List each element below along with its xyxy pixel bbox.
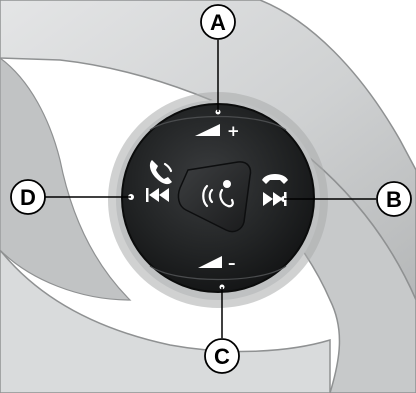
seek-previous-button[interactable]: [146, 160, 173, 202]
callout-d-label: D: [20, 185, 36, 210]
callout-b-label: B: [386, 187, 402, 212]
voice-command-icon: [202, 180, 234, 208]
callout-b: B: [376, 181, 412, 217]
volume-up-button[interactable]: +: [195, 122, 240, 140]
phone-answer-icon: [149, 160, 173, 185]
callout-a: A: [200, 4, 236, 40]
volume-down-sign: –: [228, 254, 236, 272]
button-markers: [128, 109, 287, 290]
callout-a-label: A: [210, 10, 226, 35]
volume-down-icon: [198, 256, 222, 268]
callout-leaders: [45, 40, 376, 338]
callout-d: D: [10, 179, 46, 215]
seek-previous-icon: [146, 188, 169, 202]
callout-c: C: [204, 338, 240, 374]
volume-down-button[interactable]: –: [198, 254, 236, 272]
volume-up-sign: +: [227, 122, 240, 140]
callout-c-label: C: [214, 344, 230, 369]
volume-up-icon: [195, 124, 220, 136]
phone-hangup-icon: [262, 174, 288, 184]
voice-command-button[interactable]: [177, 161, 252, 233]
